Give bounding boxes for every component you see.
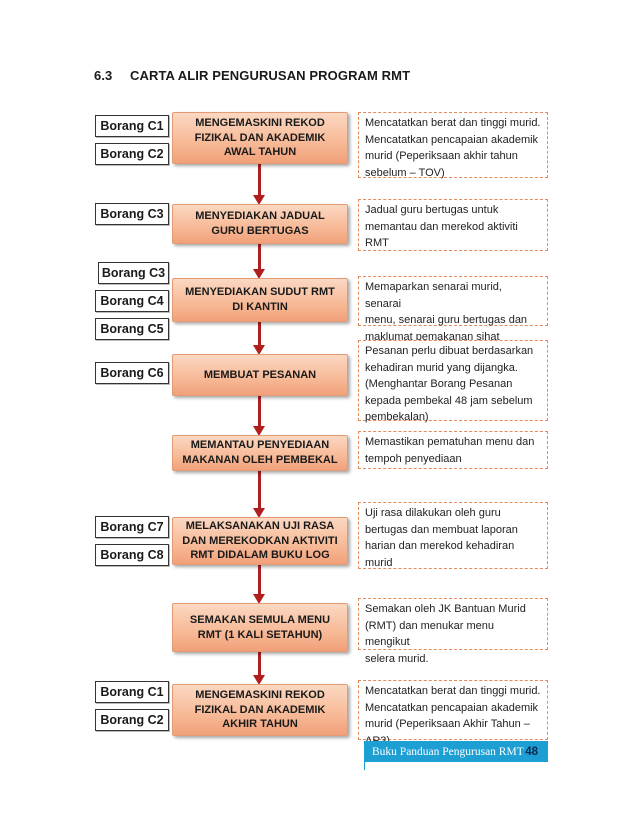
form-label: Borang C5 bbox=[95, 318, 169, 340]
page-footer: Buku Panduan Pengurusan RMT 48 bbox=[364, 741, 548, 762]
form-label: Borang C6 bbox=[95, 362, 169, 384]
step-note: Pesanan perlu dibuat berdasarkan kehadir… bbox=[358, 340, 548, 423]
form-label: Borang C7 bbox=[95, 516, 169, 538]
flow-arrow bbox=[253, 322, 265, 355]
flow-arrow bbox=[253, 565, 265, 604]
form-label: Borang C1 bbox=[95, 681, 169, 703]
section-title: CARTA ALIR PENGURUSAN PROGRAM RMT bbox=[130, 68, 411, 83]
footer-divider bbox=[364, 762, 365, 770]
form-label: Borang C4 bbox=[95, 290, 169, 312]
form-label: Borang C3 bbox=[98, 262, 169, 284]
flow-arrow bbox=[253, 244, 265, 279]
step-note: Uji rasa dilakukan oleh guru bertugas da… bbox=[358, 502, 548, 569]
step-note: Memaparkan senarai murid, senarai menu, … bbox=[358, 276, 548, 343]
section-heading: 6.3 CARTA ALIR PENGURUSAN PROGRAM RMT bbox=[94, 68, 410, 83]
flow-arrow bbox=[253, 471, 265, 518]
process-step: MENYEDIAKAN JADUAL GURU BERTUGAS bbox=[172, 204, 348, 244]
step-note: Mencatatkan berat dan tinggi murid. Menc… bbox=[358, 680, 548, 747]
process-step: MENGEMASKINI REKOD FIZIKAL DAN AKADEMIK … bbox=[172, 684, 348, 736]
form-label: Borang C2 bbox=[95, 709, 169, 731]
flow-arrow bbox=[253, 652, 265, 685]
process-step: MELAKSANAKAN UJI RASA DAN MEREKODKAN AKT… bbox=[172, 517, 348, 565]
process-step: MEMANTAU PENYEDIAAN MAKANAN OLEH PEMBEKA… bbox=[172, 435, 348, 471]
process-step: MENGEMASKINI REKOD FIZIKAL DAN AKADEMIK … bbox=[172, 112, 348, 164]
form-label: Borang C1 bbox=[95, 115, 169, 137]
process-step: MEMBUAT PESANAN bbox=[172, 354, 348, 396]
step-note: Semakan oleh JK Bantuan Murid (RMT) dan … bbox=[358, 598, 548, 665]
section-number: 6.3 bbox=[94, 68, 113, 83]
footer-title: Buku Panduan Pengurusan RMT bbox=[372, 745, 524, 758]
page-number: 48 bbox=[525, 745, 538, 758]
form-label: Borang C3 bbox=[95, 203, 169, 225]
form-label: Borang C8 bbox=[95, 544, 169, 566]
step-note: Mencatatkan berat dan tinggi murid. Menc… bbox=[358, 112, 548, 179]
process-step: SEMAKAN SEMULA MENU RMT (1 KALI SETAHUN) bbox=[172, 603, 348, 652]
step-note: Memastikan pematuhan menu dan tempoh pen… bbox=[358, 431, 548, 469]
flow-arrow bbox=[253, 396, 265, 436]
flow-arrow bbox=[253, 164, 265, 205]
step-note: Jadual guru bertugas untuk memantau dan … bbox=[358, 199, 548, 251]
process-step: MENYEDIAKAN SUDUT RMT DI KANTIN bbox=[172, 278, 348, 322]
form-label: Borang C2 bbox=[95, 143, 169, 165]
